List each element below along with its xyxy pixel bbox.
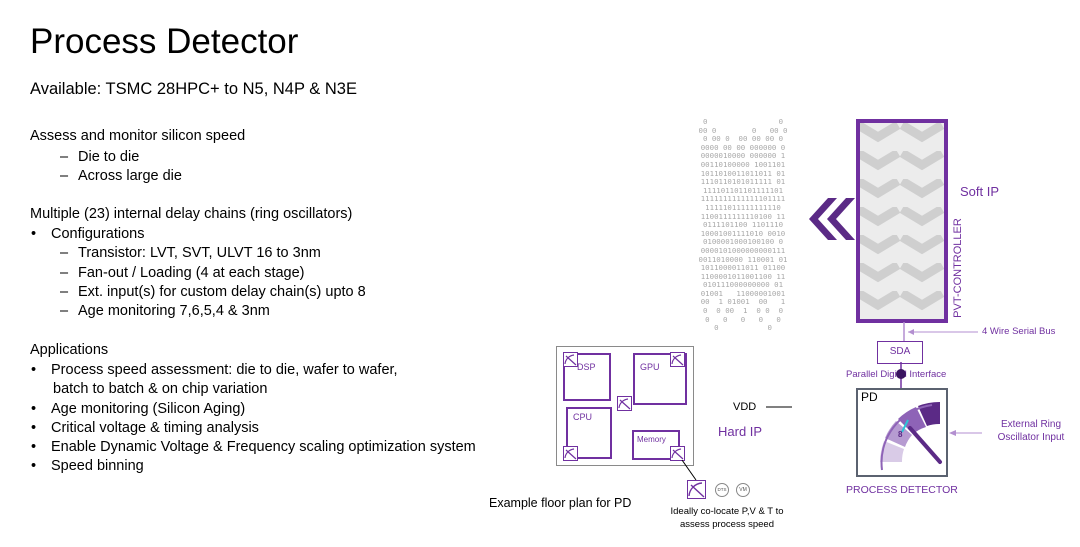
list-item: Across large die xyxy=(30,167,182,187)
list-item: Process speed assessment: die to die, wa… xyxy=(30,361,476,381)
assess-heading: Assess and monitor silicon speed xyxy=(30,128,246,144)
gauge-value: 8 xyxy=(898,430,903,439)
list-item: Age monitoring (Silicon Aging) xyxy=(30,400,476,420)
list-item: Speed binning xyxy=(30,457,476,477)
pvt-controller-label: PVT-CONTROLLER xyxy=(952,218,964,318)
pd-mini-gauge-icon xyxy=(670,446,685,461)
floorplan-block-dsp xyxy=(563,353,611,401)
list-item: Die to die xyxy=(30,148,182,168)
binary-row: 00 0 0 00 0 xyxy=(698,125,788,135)
gpu-label: GPU xyxy=(640,362,660,372)
binary-row: 01001 11000001001 xyxy=(700,288,786,298)
list-item: Age monitoring 7,6,5,4 & 3nm xyxy=(30,302,366,322)
list-item: Transistor: LVT, SVT, ULVT 16 to 3nm xyxy=(30,244,366,264)
applications-list: Process speed assessment: die to die, wa… xyxy=(30,361,476,477)
list-item: Ext. input(s) for custom delay chain(s) … xyxy=(30,283,366,303)
double-chevron-icon xyxy=(809,198,855,240)
binary-row: 1011000011011 01100 xyxy=(700,263,786,273)
sda-label: SDA xyxy=(889,346,911,357)
binary-row: 1110110101011111 01 xyxy=(700,177,786,187)
chains-heading: Multiple (23) internal delay chains (rin… xyxy=(30,206,353,222)
binary-row: 00 1 01001 00 1 xyxy=(700,297,786,307)
binary-row: 0000010000 000000 1 xyxy=(700,151,786,161)
speed-gauge-icon xyxy=(880,401,942,471)
serial-bus-label: 4 Wire Serial Bus xyxy=(982,326,1056,337)
serial-bus-arrow xyxy=(903,322,978,342)
note-line: Ideally co-locate P,V & T to xyxy=(670,506,784,517)
list-item: Critical voltage & timing analysis xyxy=(30,419,476,439)
binary-row: 0111101100 1101110 xyxy=(702,220,784,230)
co-locate-note: Ideally co-locate P,V & T to assess proc… xyxy=(646,505,808,531)
binary-row: 1111111111111101111 xyxy=(700,194,786,204)
binary-row: 0100001000100100 0 xyxy=(702,237,784,247)
availability-subtitle: Available: TSMC 28HPC+ to N5, N4P & N3E xyxy=(30,80,357,98)
applications-heading: Applications xyxy=(30,342,109,358)
binary-row: 0 0 xyxy=(714,323,772,333)
floorplan-block-cpu xyxy=(566,407,612,459)
binary-row: 0 0 00 1 0 0 0 xyxy=(702,306,784,316)
binary-row: 1100111111110100 11 xyxy=(700,211,786,221)
cpu-label: CPU xyxy=(573,412,593,422)
pd-mini-gauge-icon xyxy=(687,480,706,499)
vm-monitor-icon xyxy=(736,483,750,497)
dts-sensor-icon xyxy=(715,483,729,497)
note-line: assess process speed xyxy=(680,519,774,530)
binary-row: 111101101101111101 xyxy=(702,185,784,195)
pd-label: PD xyxy=(861,390,878,404)
chains-list: Configurations Transistor: LVT, SVT, ULV… xyxy=(30,225,366,322)
connector-dot xyxy=(896,362,906,390)
pd-mini-gauge-icon xyxy=(617,396,632,411)
binary-row: 10001001111010 0010 xyxy=(700,228,786,238)
vdd-line xyxy=(766,406,792,408)
external-input-arrow xyxy=(949,430,982,436)
dsp-label: DSP xyxy=(577,362,596,372)
binary-row: 0000101000000000111 xyxy=(700,245,786,255)
hard-ip-label: Hard IP xyxy=(718,424,763,439)
assess-list: Die to die Across large die xyxy=(30,148,182,187)
binary-row: 0000 00 00 000000 0 xyxy=(700,142,786,152)
vdd-label: VDD xyxy=(733,401,757,413)
vm-monitor-label: VM xyxy=(739,487,747,493)
floorplan-caption: Example floor plan for PD xyxy=(489,496,632,510)
soft-ip-label: Soft IP xyxy=(960,184,1000,199)
binary-row: 0011010000 110001 01 xyxy=(698,254,788,264)
dts-sensor-label: DTS xyxy=(717,487,727,492)
external-input-line: Oscillator Input xyxy=(997,432,1065,443)
binary-row: 0 0 xyxy=(702,118,784,126)
memory-label: Memory xyxy=(637,435,666,444)
pvt-controller-block xyxy=(856,119,948,323)
binary-row: 1100001011001100 11 xyxy=(700,271,786,281)
external-input-line: External Ring xyxy=(1000,419,1062,430)
list-item: batch to batch & on chip variation xyxy=(53,381,268,398)
leader-line xyxy=(681,460,697,481)
binary-row: 0 00 0 00 00 00 0 xyxy=(702,134,784,144)
list-item: Enable Dynamic Voltage & Frequency scali… xyxy=(30,438,476,458)
pd-mini-gauge-icon xyxy=(563,352,578,367)
binary-row: 11111011111111110 xyxy=(705,202,781,212)
external-input-label: External Ring Oscillator Input xyxy=(982,418,1080,444)
pd-mini-gauge-icon xyxy=(670,352,685,367)
binary-row: 0 0 0 0 0 xyxy=(705,314,781,324)
binary-row: 010111000000000 01 xyxy=(702,280,784,290)
page-title: Process Detector xyxy=(30,22,299,61)
binary-row: 1011010011011011 01 xyxy=(700,168,786,178)
list-item: Fan-out / Loading (4 at each stage) xyxy=(30,264,366,284)
list-item: Configurations xyxy=(30,225,366,245)
process-detector-label: PROCESS DETECTOR xyxy=(846,484,958,496)
pd-mini-gauge-icon xyxy=(563,446,578,461)
binary-row: 00110100000 1001101 xyxy=(700,159,786,169)
